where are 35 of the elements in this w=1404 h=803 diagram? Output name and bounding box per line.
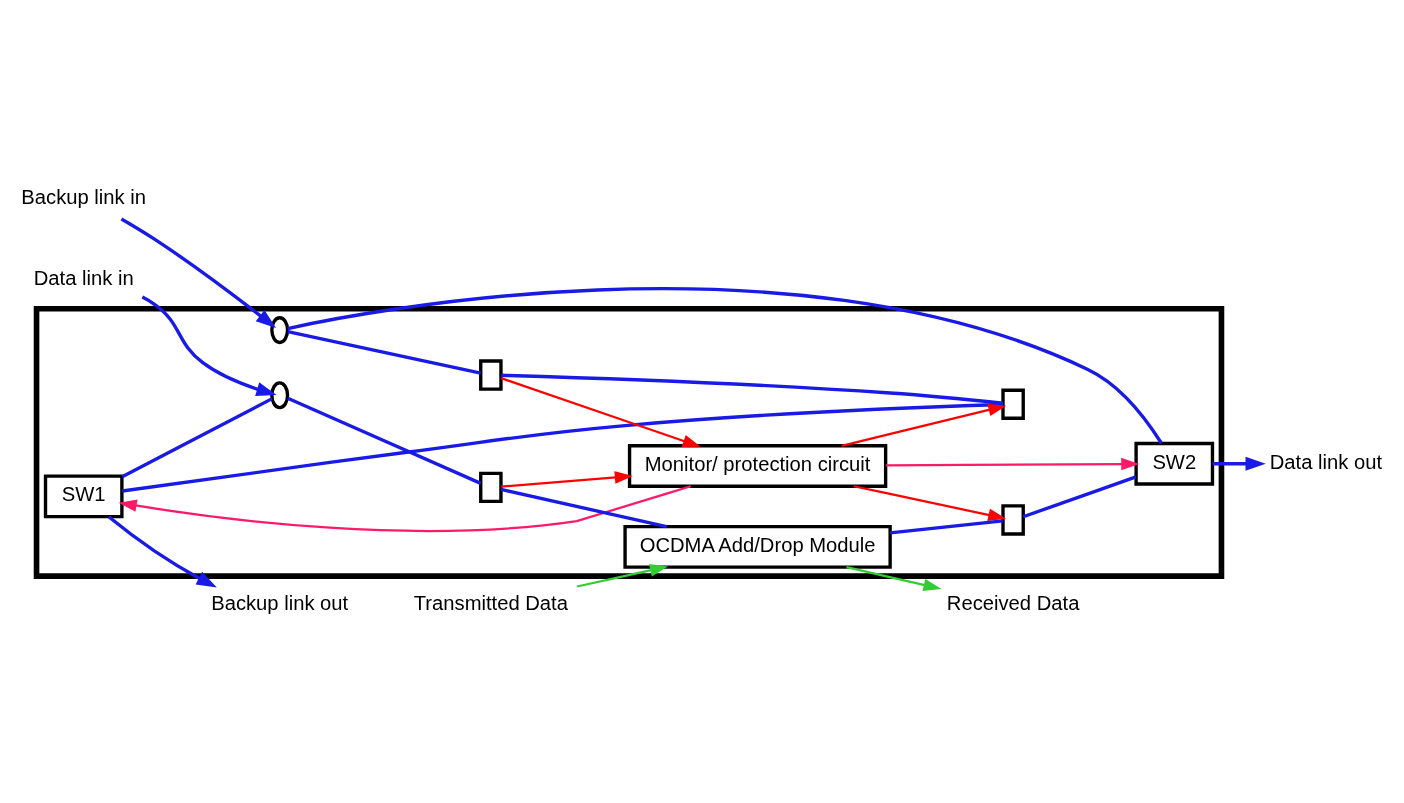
node-text: Transmitted Data xyxy=(413,591,568,614)
arrow xyxy=(853,484,1007,521)
arrow xyxy=(885,457,1140,470)
node-box: Monitor/ protection circuit xyxy=(627,443,888,488)
arrow xyxy=(500,376,701,447)
connector xyxy=(121,396,273,478)
node-circle xyxy=(270,315,290,344)
node-box: SW2 xyxy=(1134,441,1215,486)
arrow xyxy=(120,217,277,328)
node-box xyxy=(479,471,503,503)
node-circle xyxy=(270,380,290,409)
arrow xyxy=(141,295,277,396)
arrow xyxy=(118,484,692,532)
node-text: Data link in xyxy=(33,266,134,289)
node-text: Backup link in xyxy=(21,185,147,208)
arrow xyxy=(846,565,942,591)
connector xyxy=(890,518,1003,535)
node-box: OCDMA Add/Drop Module xyxy=(623,524,892,569)
node-box xyxy=(479,358,503,391)
connector xyxy=(1022,474,1137,518)
arrow xyxy=(576,563,668,588)
connector xyxy=(287,286,1163,444)
arrow xyxy=(841,403,1007,447)
connector xyxy=(287,329,482,375)
node-box: SW1 xyxy=(43,473,124,518)
connector xyxy=(287,396,482,485)
arrow xyxy=(501,470,633,488)
node-box xyxy=(1001,503,1025,536)
node-text: Received Data xyxy=(946,591,1080,614)
node-box xyxy=(1001,388,1025,420)
connector xyxy=(501,373,1003,405)
arrow xyxy=(107,514,217,587)
node-text: Backup link out xyxy=(211,591,349,614)
node-text: Data link out xyxy=(1269,450,1383,473)
arrow xyxy=(1212,456,1266,471)
